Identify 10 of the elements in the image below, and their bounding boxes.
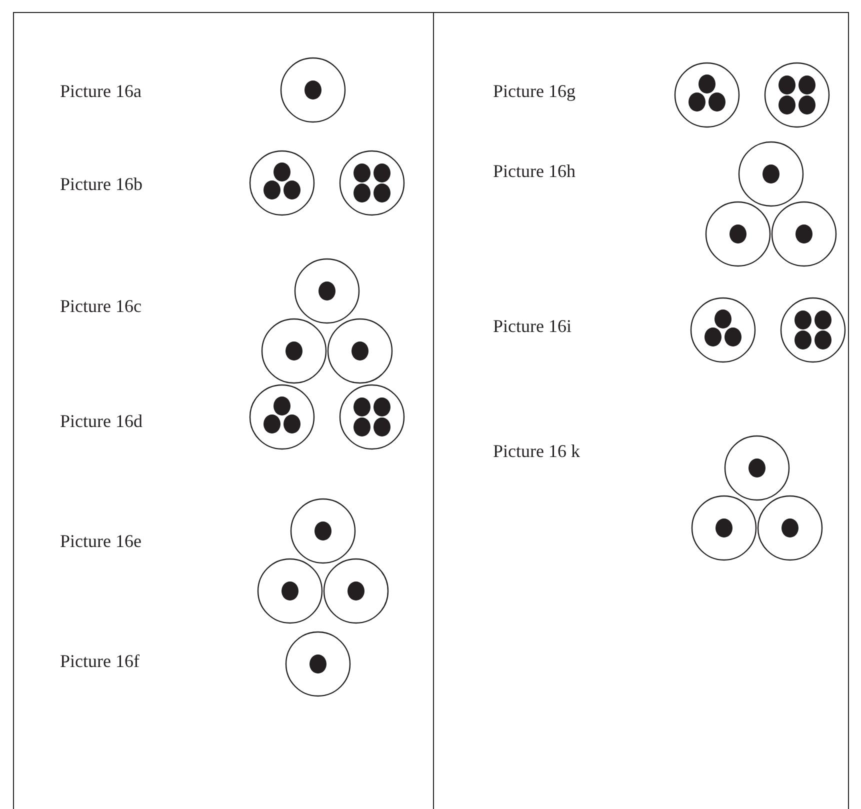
picture-label: Picture 16g	[493, 80, 576, 102]
picture-label: Picture 16i	[493, 315, 572, 337]
picture-label: Picture 16e	[60, 530, 142, 552]
picture-label: Picture 16 k	[493, 440, 580, 462]
picture-label: Picture 16a	[60, 80, 142, 102]
picture-label: Picture 16b	[60, 173, 142, 195]
picture-label: Picture 16c	[60, 295, 142, 317]
picture-label: Picture 16f	[60, 650, 140, 672]
picture-label: Picture 16d	[60, 410, 142, 432]
picture-label: Picture 16h	[493, 160, 576, 182]
